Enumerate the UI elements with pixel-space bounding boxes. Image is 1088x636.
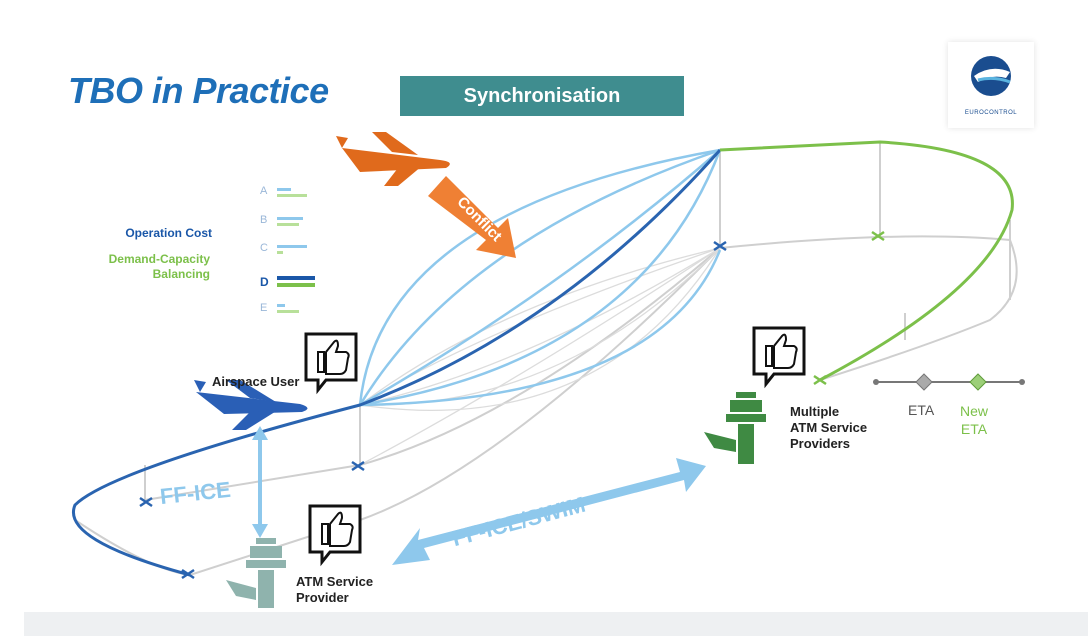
legend-bars <box>277 188 315 313</box>
multi-atm-line1: Multiple <box>790 404 840 419</box>
candidate-trajectories <box>358 148 722 407</box>
eta-label: ETA <box>908 402 935 418</box>
airspace-user-label: Airspace User <box>212 374 300 389</box>
atm-provider-line1: ATM Service <box>296 574 374 589</box>
legend-option-d: D <box>260 275 269 289</box>
legend-demand-capacity-line1: Demand-Capacity <box>108 252 210 266</box>
new-eta-line1: New <box>960 403 989 419</box>
eurocontrol-logo: EUROCONTROL <box>948 42 1034 128</box>
atm-provider-line2: Provider <box>296 590 349 605</box>
legend-demand-capacity: Demand-Capacity Balancing <box>80 252 210 282</box>
legend-operation-cost: Operation Cost <box>125 226 212 240</box>
thumbs-up-icon-1 <box>304 332 358 395</box>
legend-option-b: B <box>260 214 268 226</box>
legend-demand-capacity-line2: Balancing <box>152 267 210 281</box>
new-eta-line2: ETA <box>960 421 988 437</box>
atm-tower-icon <box>226 538 286 608</box>
footer-bar <box>24 612 1088 636</box>
multi-atm-line2: ATM Service <box>790 420 868 435</box>
legend-option-e: E <box>260 302 268 314</box>
waypoint-markers <box>139 240 727 580</box>
green-markers <box>813 230 885 386</box>
slide-title: TBO in Practice <box>68 70 329 111</box>
multi-atm-tower-icon <box>704 392 766 464</box>
eta-scale <box>873 373 1025 391</box>
multi-atm-line3: Providers <box>790 436 850 451</box>
selected-trajectory <box>72 149 722 577</box>
ff-ice-swim-arrow <box>392 458 706 565</box>
logo-text: EUROCONTROL <box>964 110 1018 116</box>
new-eta-label: New ETA <box>960 402 988 438</box>
conflict-airplane-icon <box>336 132 450 186</box>
atm-provider-label: ATM Service Provider <box>296 574 373 606</box>
conflict-arrow <box>428 176 516 258</box>
synchronisation-badge: Synchronisation <box>400 76 684 116</box>
ff-ice-swim-label: FF-ICE/SWIM <box>449 492 588 552</box>
legend-option-a: A <box>260 185 268 197</box>
legend-option-c: C <box>260 242 268 254</box>
multi-atm-label: Multiple ATM Service Providers <box>790 404 867 452</box>
ff-ice-link <box>252 426 268 538</box>
airspace-user-airplane-icon <box>194 380 308 430</box>
thumbs-up-icon-2 <box>752 326 806 389</box>
grey-fan <box>359 247 721 466</box>
ff-ice-label: FF-ICE <box>159 477 232 509</box>
thumbs-up-icon-3 <box>308 504 362 567</box>
eurocontrol-logo-icon <box>971 56 1011 96</box>
green-trajectory <box>719 140 1014 382</box>
